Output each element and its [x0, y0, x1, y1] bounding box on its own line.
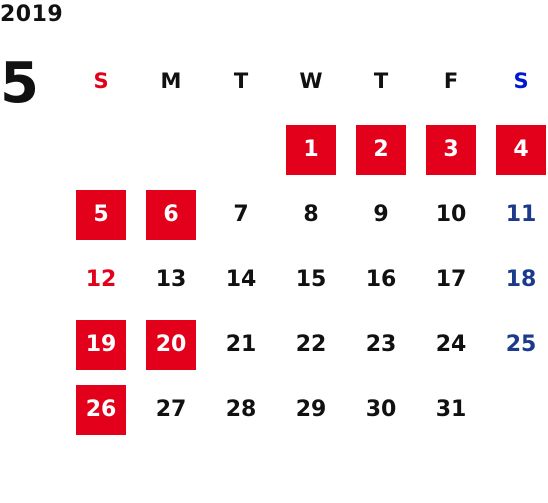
calendar-day-26[interactable]: 26	[76, 385, 126, 435]
calendar-day-2[interactable]: 2	[356, 125, 406, 175]
calendar-year: 2019	[0, 2, 64, 27]
calendar-day-11[interactable]: 11	[505, 202, 537, 227]
calendar-day-21[interactable]: 21	[225, 332, 257, 357]
calendar-day-9[interactable]: 9	[373, 202, 389, 227]
calendar-day-17[interactable]: 17	[435, 267, 467, 292]
calendar-day-13[interactable]: 13	[155, 267, 187, 292]
calendar-day-3[interactable]: 3	[426, 125, 476, 175]
calendar-day-23[interactable]: 23	[365, 332, 397, 357]
calendar-day-24[interactable]: 24	[435, 332, 467, 357]
weekday-wednesday: W	[299, 69, 323, 93]
weekday-friday: F	[443, 69, 459, 93]
calendar-day-5[interactable]: 5	[76, 190, 126, 240]
calendar-day-27[interactable]: 27	[155, 397, 187, 422]
calendar-day-25[interactable]: 25	[505, 332, 537, 357]
calendar-day-14[interactable]: 14	[225, 267, 257, 292]
weekday-saturday: S	[513, 69, 529, 93]
calendar-day-7[interactable]: 7	[233, 202, 249, 227]
weekday-sunday: S	[93, 69, 109, 93]
calendar-day-6[interactable]: 6	[146, 190, 196, 240]
calendar-day-1[interactable]: 1	[286, 125, 336, 175]
weekday-tuesday: T	[233, 69, 249, 93]
weekday-monday: M	[160, 69, 182, 93]
calendar-month: 5	[0, 51, 39, 116]
calendar-day-20[interactable]: 20	[146, 320, 196, 370]
calendar-day-18[interactable]: 18	[505, 267, 537, 292]
calendar-day-4[interactable]: 4	[496, 125, 546, 175]
calendar-day-28[interactable]: 28	[225, 397, 257, 422]
calendar-day-10[interactable]: 10	[435, 202, 467, 227]
calendar-day-19[interactable]: 19	[76, 320, 126, 370]
calendar-day-22[interactable]: 22	[295, 332, 327, 357]
weekday-thursday: T	[373, 69, 389, 93]
calendar-day-8[interactable]: 8	[303, 202, 319, 227]
calendar-day-12[interactable]: 12	[85, 267, 117, 292]
calendar-day-31[interactable]: 31	[435, 397, 467, 422]
calendar-day-15[interactable]: 15	[295, 267, 327, 292]
calendar-day-30[interactable]: 30	[365, 397, 397, 422]
calendar-day-29[interactable]: 29	[295, 397, 327, 422]
calendar-day-16[interactable]: 16	[365, 267, 397, 292]
